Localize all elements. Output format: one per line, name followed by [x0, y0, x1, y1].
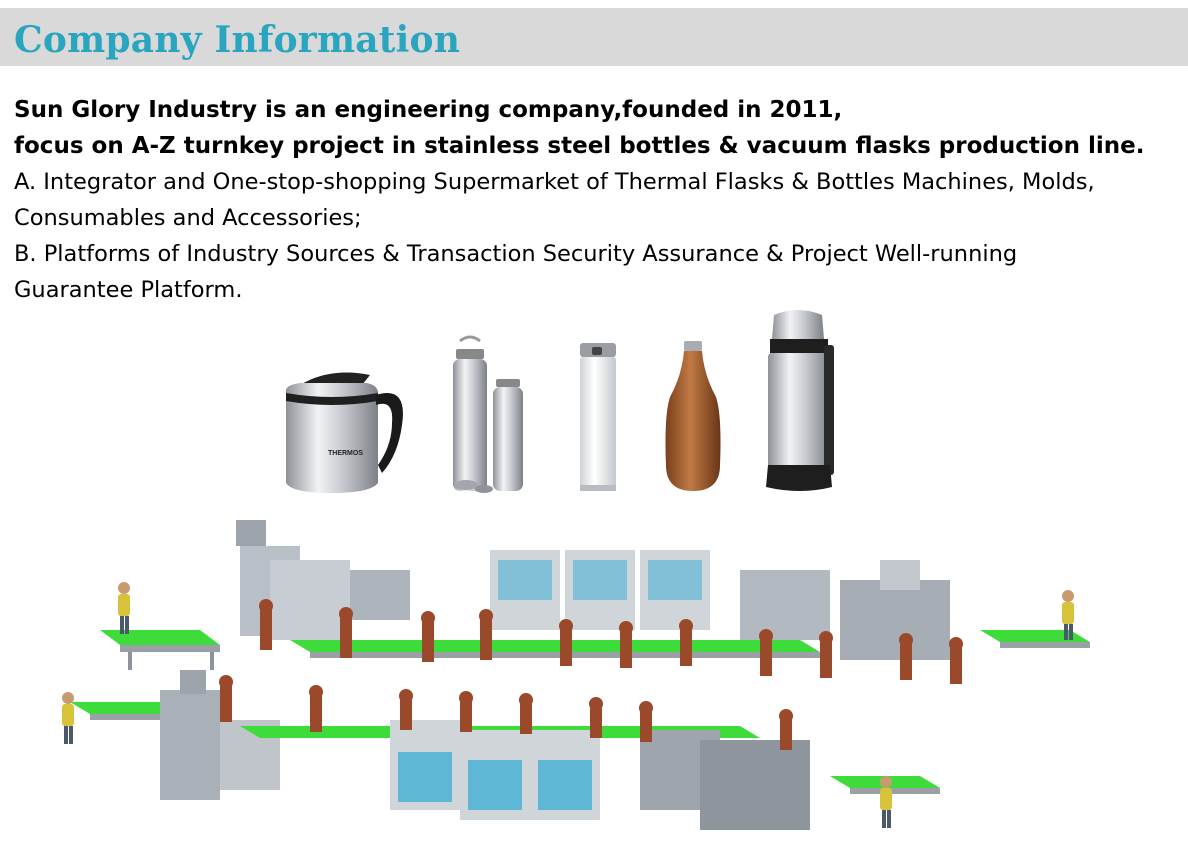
production-line-illustration: [62, 520, 1090, 830]
operator-figure-lower-right: [880, 776, 892, 828]
point-a-line-2: Consumables and Accessories;: [14, 205, 362, 231]
machine-block-lower-right: [700, 740, 810, 830]
operator-figure-upper-right: [1062, 590, 1074, 640]
press-machine-lower: [160, 690, 220, 800]
operator-figure-lower-left: [62, 692, 74, 744]
carafe-jug-image: THERMOS: [285, 372, 403, 493]
conveyor-mid-upper: [290, 640, 820, 652]
company-description: Sun Glory Industry is an engineering com…: [14, 92, 1184, 308]
point-b-line-2: Guarantee Platform.: [14, 277, 243, 303]
point-a-line-1: A. Integrator and One-stop-shopping Supe…: [14, 169, 1095, 195]
point-b-line-1: B. Platforms of Industry Sources & Trans…: [14, 241, 1018, 267]
conveyor-right-upper: [980, 630, 1090, 642]
lower-production-line: [62, 670, 940, 830]
station-cabinets-lower: [390, 720, 600, 820]
large-vacuum-flask-image: [766, 310, 834, 491]
operator-figure-upper-left: [118, 582, 130, 634]
jug-brand-label: THERMOS: [328, 450, 363, 457]
conveyor-left-upper: [100, 630, 220, 645]
robot-arms-lower: [219, 675, 793, 750]
header-bar: Company Information: [0, 8, 1188, 66]
page-title: Company Information: [14, 19, 461, 61]
upper-production-line: [100, 520, 1090, 684]
robot-arms-upper: [259, 599, 963, 684]
machine-block-upper-right: [840, 580, 950, 660]
intro-line-2: focus on A-Z turnkey project in stainles…: [14, 133, 1145, 159]
white-slim-bottle-image: [580, 343, 616, 491]
station-cabinets-upper: [490, 550, 710, 630]
product-images: THERMOS: [285, 310, 834, 493]
wood-cola-bottle-image: [665, 341, 721, 491]
steel-bottles-image: [453, 335, 523, 493]
intro-line-1: Sun Glory Industry is an engineering com…: [14, 97, 843, 123]
